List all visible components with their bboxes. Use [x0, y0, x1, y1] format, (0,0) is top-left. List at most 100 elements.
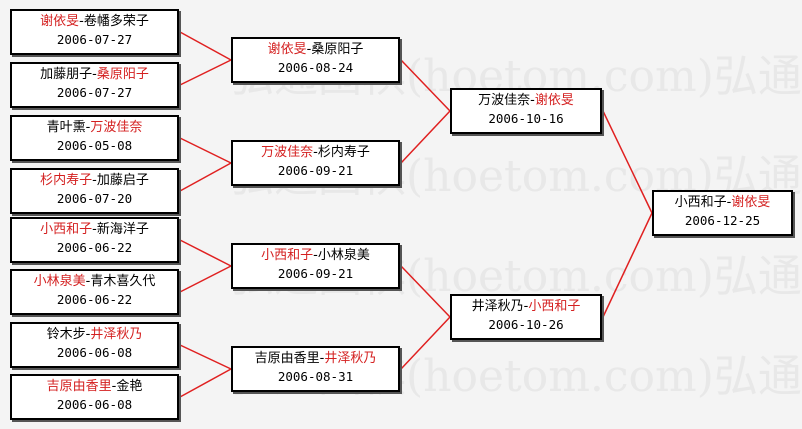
bracket-connector-line [179, 137, 232, 164]
player-separator: - [92, 222, 97, 237]
player-left-name: 井泽秋乃 [471, 299, 524, 314]
bracket-connector-line [400, 110, 451, 164]
player-left-name: 小西和子 [261, 248, 314, 263]
match-players: 万波佳奈-谢依旻 [452, 92, 600, 110]
bracket-connector-line [179, 31, 232, 61]
player-separator: - [306, 42, 312, 57]
match-players: 吉原由香里-金艳 [12, 378, 177, 396]
player-right-name: 小西和子 [528, 299, 581, 314]
player-separator: - [530, 93, 535, 108]
bracket-connector-line [400, 316, 451, 370]
player-left-name: 小西和子 [40, 222, 93, 237]
player-right-name: 杉内寿子 [317, 145, 370, 160]
bracket-connector-line [179, 344, 232, 370]
match-box: 吉原由香里-井泽秋乃 2006-08-31 [231, 346, 400, 392]
match-players: 青叶熏-万波佳奈 [12, 119, 177, 137]
match-date: 2006-07-20 [56, 191, 133, 206]
bracket-connector-line [400, 59, 451, 112]
player-left-name: 吉原由香里 [254, 351, 320, 366]
match-date: 2006-09-21 [277, 266, 354, 281]
player-separator: - [92, 67, 97, 82]
bracket-connector-line [179, 265, 232, 293]
match-players: 谢依旻-桑原阳子 [233, 41, 398, 59]
bracket-connector-line [400, 265, 451, 318]
match-players: 小西和子-新海洋子 [12, 221, 177, 239]
bracket-connector-line [179, 59, 232, 86]
player-left-name: 谢依旻 [40, 14, 80, 29]
player-left-name: 加藤朋子 [40, 67, 93, 82]
player-right-name: 井泽秋乃 [90, 327, 143, 342]
player-right-name: 卷幡多荣子 [83, 14, 149, 29]
match-players: 小西和子-小林泉美 [233, 247, 398, 265]
player-right-name: 万波佳奈 [90, 120, 143, 135]
player-separator: - [313, 145, 318, 160]
player-right-name: 小林泉美 [317, 248, 370, 263]
player-separator: - [111, 379, 117, 394]
match-date: 2006-06-22 [56, 240, 133, 255]
match-players: 铃木步-井泽秋乃 [12, 326, 177, 344]
player-separator: - [85, 120, 91, 135]
bracket-connector-line [602, 110, 653, 214]
match-players: 万波佳奈-杉内寿子 [233, 144, 398, 162]
bracket-connector-line [179, 239, 232, 267]
player-separator: - [523, 299, 529, 314]
player-separator: - [319, 351, 325, 366]
player-right-name: 桑原阳子 [96, 67, 149, 82]
bracket-connector-line [179, 162, 232, 192]
player-separator: - [85, 327, 91, 342]
match-date: 2006-12-25 [684, 213, 761, 228]
player-right-name: 谢依旻 [731, 195, 771, 210]
match-date: 2006-08-31 [277, 369, 354, 384]
player-separator: - [85, 274, 91, 289]
player-left-name: 铃木步 [46, 327, 86, 342]
player-right-name: 加藤启子 [96, 173, 149, 188]
match-date: 2006-06-08 [56, 345, 133, 360]
match-date: 2006-08-24 [277, 60, 354, 75]
player-separator: - [92, 173, 97, 188]
player-right-name: 桑原阳子 [311, 42, 364, 57]
player-left-name: 谢依旻 [267, 42, 307, 57]
player-left-name: 青叶熏 [46, 120, 86, 135]
match-date: 2006-09-21 [277, 163, 354, 178]
player-left-name: 杉内寿子 [40, 173, 93, 188]
player-right-name: 青木喜久代 [90, 274, 156, 289]
match-players: 谢依旻-卷幡多荣子 [12, 13, 177, 31]
player-left-name: 吉原由香里 [46, 379, 112, 394]
match-players: 小西和子-谢依旻 [654, 194, 791, 212]
player-left-name: 万波佳奈 [261, 145, 314, 160]
bracket-connector-line [602, 212, 653, 318]
player-right-name: 新海洋子 [96, 222, 149, 237]
match-date: 2006-05-08 [56, 138, 133, 153]
match-date: 2006-06-08 [56, 397, 133, 412]
match-date: 2006-06-22 [56, 292, 133, 307]
player-right-name: 金艳 [116, 379, 143, 394]
player-right-name: 井泽秋乃 [324, 351, 377, 366]
player-left-name: 小林泉美 [33, 274, 86, 289]
player-left-name: 万波佳奈 [478, 93, 531, 108]
match-players: 小林泉美-青木喜久代 [12, 273, 177, 291]
match-date: 2006-10-16 [488, 111, 564, 126]
player-separator: - [726, 195, 732, 210]
player-separator: - [79, 14, 84, 29]
match-players: 井泽秋乃-小西和子 [452, 298, 600, 316]
match-date: 2006-10-26 [488, 317, 564, 332]
player-left-name: 小西和子 [674, 195, 727, 210]
match-players: 加藤朋子-桑原阳子 [12, 66, 177, 84]
player-separator: - [313, 248, 318, 263]
match-date: 2006-07-27 [56, 85, 133, 100]
match-players: 杉内寿子-加藤启子 [12, 172, 177, 190]
